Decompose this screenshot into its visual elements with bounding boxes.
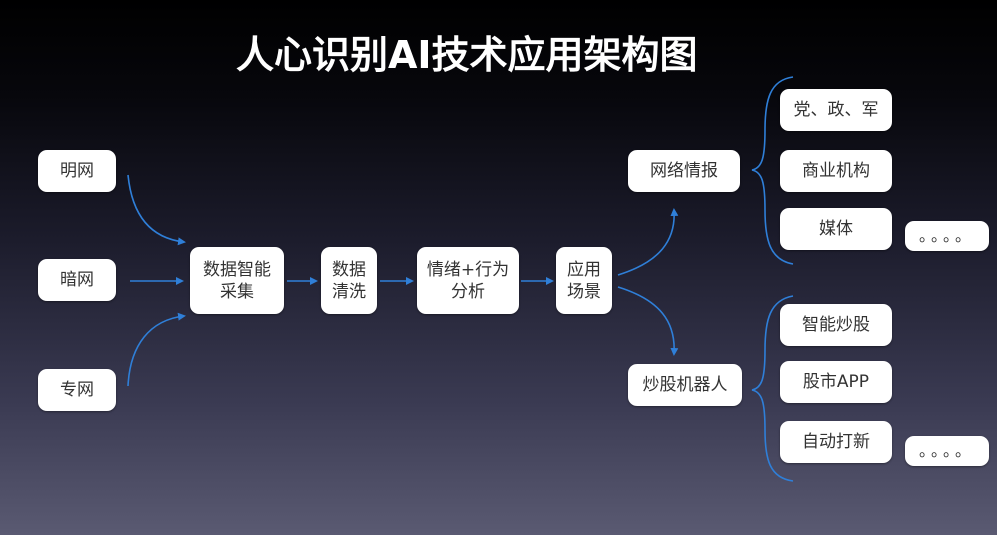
branch-label: 炒股机器人 bbox=[642, 375, 728, 395]
arrow-mingwang bbox=[127, 174, 186, 246]
node-label: 数据智能 采集 bbox=[203, 259, 271, 302]
more-trading: 。。。。 bbox=[905, 436, 989, 466]
diagram-title: 人心识别AI技术应用架构图 bbox=[236, 33, 698, 77]
brace-intel bbox=[751, 76, 794, 265]
node-label: 数据 清洗 bbox=[332, 259, 366, 302]
item-label: 自动打新 bbox=[802, 432, 870, 452]
item-label: 股市APP bbox=[802, 372, 870, 392]
node-label: 应用 场景 bbox=[567, 259, 601, 302]
node-emotion-analysis: 情绪+行为 分析 bbox=[417, 247, 519, 314]
arrow-zhuanwang bbox=[127, 312, 186, 387]
arrow-scene-trading bbox=[617, 286, 679, 356]
source-zhuanwang: 专网 bbox=[38, 369, 116, 411]
arrow-scene-intel bbox=[617, 208, 679, 276]
item-label: 党、政、军 bbox=[793, 100, 879, 120]
node-application-scene: 应用 场景 bbox=[556, 247, 612, 314]
item-business: 商业机构 bbox=[780, 150, 892, 192]
branch-label: 网络情报 bbox=[650, 161, 718, 181]
item-label: 媒体 bbox=[819, 219, 853, 239]
item-media: 媒体 bbox=[780, 208, 892, 250]
more-label: 。。。。 bbox=[918, 226, 975, 245]
source-label: 暗网 bbox=[60, 270, 94, 290]
item-auto-ipo: 自动打新 bbox=[780, 421, 892, 463]
item-stock-app: 股市APP bbox=[780, 361, 892, 403]
item-label: 智能炒股 bbox=[802, 315, 870, 335]
more-intel: 。。。。 bbox=[905, 221, 989, 251]
item-party-gov-military: 党、政、军 bbox=[780, 89, 892, 131]
branch-trading-robot: 炒股机器人 bbox=[628, 364, 742, 406]
item-smart-trading: 智能炒股 bbox=[780, 304, 892, 346]
node-label: 情绪+行为 分析 bbox=[426, 259, 510, 302]
source-anwang: 暗网 bbox=[38, 259, 116, 301]
brace-trading bbox=[751, 295, 794, 482]
item-label: 商业机构 bbox=[802, 161, 870, 181]
node-data-cleaning: 数据 清洗 bbox=[321, 247, 377, 314]
more-label: 。。。。 bbox=[918, 441, 975, 460]
source-label: 专网 bbox=[60, 380, 94, 400]
node-data-collection: 数据智能 采集 bbox=[190, 247, 284, 314]
branch-network-intel: 网络情报 bbox=[628, 150, 740, 192]
source-mingwang: 明网 bbox=[38, 150, 116, 192]
source-label: 明网 bbox=[60, 161, 94, 181]
